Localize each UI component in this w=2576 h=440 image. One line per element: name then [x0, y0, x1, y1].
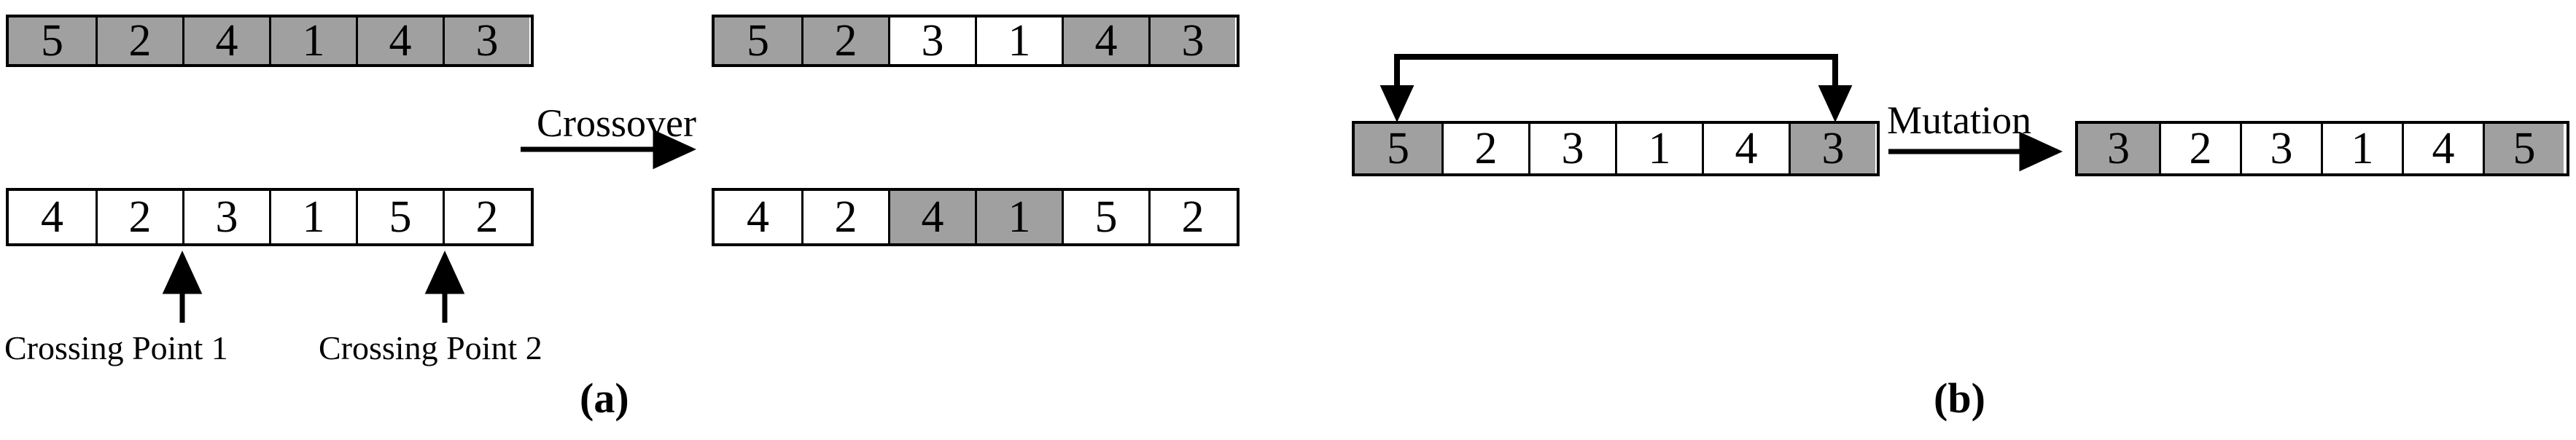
gene-cell: 2: [443, 191, 529, 243]
gene-cell: 2: [2159, 124, 2240, 173]
gene-cell: 1: [1615, 124, 1702, 173]
gene-cell: 2: [96, 191, 182, 243]
crossing-point-1-label: Crossing Point 1: [4, 329, 228, 366]
gene-cell: 5: [1062, 191, 1148, 243]
gene-cell: 5: [715, 17, 801, 64]
gene-cell: 4: [356, 17, 443, 64]
gene-cell: 4: [715, 191, 801, 243]
gene-cell: 3: [1528, 124, 1615, 173]
mutation-label: Mutation: [1887, 98, 2031, 142]
gene-cell: 5: [2483, 124, 2564, 173]
gene-cell: 3: [443, 17, 529, 64]
gene-cell: 5: [9, 17, 96, 64]
crossing-point-2-label: Crossing Point 2: [319, 329, 542, 366]
gene-cell: 4: [888, 191, 975, 243]
gene-cell: 3: [1148, 17, 1235, 64]
gene-cell: 2: [1148, 191, 1235, 243]
gene-cell: 2: [801, 17, 888, 64]
chromosome-before-mutation: 5 2 3 1 4 3: [1352, 121, 1880, 176]
gene-cell: 4: [1062, 17, 1148, 64]
gene-cell: 1: [269, 17, 356, 64]
gene-cell: 1: [2321, 124, 2402, 173]
gene-cell: 4: [2402, 124, 2483, 173]
gene-cell: 1: [975, 191, 1062, 243]
chromosome-offspring-1: 5 2 3 1 4 3: [712, 15, 1240, 67]
gene-cell: 5: [356, 191, 443, 243]
gene-cell: 4: [1702, 124, 1789, 173]
gene-cell: 1: [975, 17, 1062, 64]
gene-cell: 3: [888, 17, 975, 64]
chromosome-after-mutation: 3 2 3 1 4 5: [2075, 121, 2569, 176]
crossover-label: Crossover: [537, 101, 696, 145]
chromosome-offspring-2: 4 2 4 1 5 2: [712, 188, 1240, 246]
gene-cell: 3: [2078, 124, 2159, 173]
gene-cell: 5: [1355, 124, 1441, 173]
gene-cell: 3: [2240, 124, 2321, 173]
gene-cell: 3: [1789, 124, 1875, 173]
chromosome-parent-2: 4 2 3 1 5 2: [6, 188, 534, 246]
panel-a-caption: (a): [580, 374, 629, 422]
gene-cell: 3: [182, 191, 269, 243]
gene-cell: 2: [96, 17, 182, 64]
gene-cell: 2: [1441, 124, 1528, 173]
chromosome-parent-1: 5 2 4 1 4 3: [6, 15, 534, 67]
gene-cell: 4: [9, 191, 96, 243]
gene-cell: 1: [269, 191, 356, 243]
gene-swap-bracket-icon: [1380, 54, 1853, 122]
gene-cell: 4: [182, 17, 269, 64]
gene-cell: 2: [801, 191, 888, 243]
panel-b-caption: (b): [1934, 374, 1985, 422]
